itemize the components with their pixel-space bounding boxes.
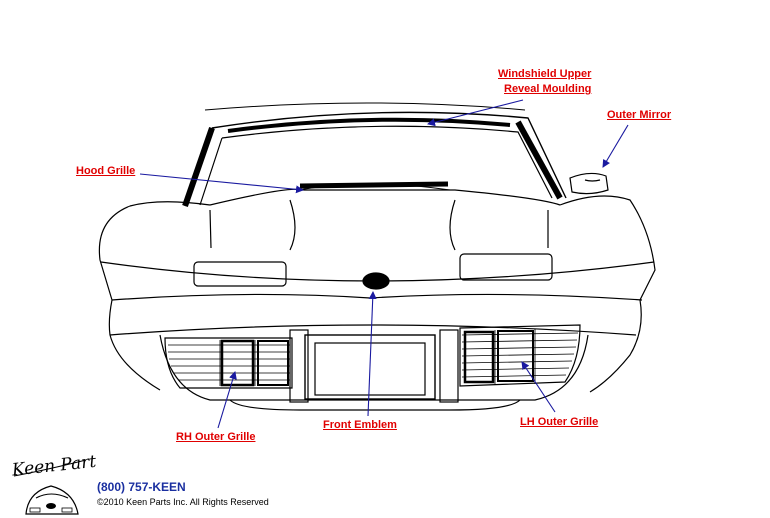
leader-front-emblem	[367, 291, 377, 417]
a-pillar-right	[515, 120, 563, 200]
label-front-emblem[interactable]: Front Emblem	[323, 419, 397, 431]
label-windshield-upper-reveal-moulding[interactable]: Windshield Upper Reveal Moulding	[498, 67, 591, 97]
body-outline	[98, 195, 656, 393]
windshield-glass	[199, 125, 553, 206]
outer-mirror	[569, 172, 609, 195]
label-lh-outer-grille[interactable]: LH Outer Grille	[520, 416, 599, 428]
hood-grille	[299, 181, 449, 189]
label-rh-outer-grille[interactable]: RH Outer Grille	[176, 431, 256, 443]
license-plate-recess	[304, 334, 436, 400]
label-windshield-line-1: Windshield Upper	[498, 68, 592, 80]
logo-car-icon	[25, 485, 79, 515]
leader-rh-outer-grille	[217, 371, 237, 429]
leader-outer-mirror	[602, 124, 629, 168]
left-park-lamp	[193, 261, 287, 287]
label-outer-mirror[interactable]: Outer Mirror	[607, 109, 672, 121]
leader-hood-grille	[139, 173, 304, 194]
keen-parts-logo: Keen Parts	[10, 452, 96, 515]
lh-grille-bars	[461, 329, 579, 385]
footer-phone: (800) 757-KEEN	[97, 480, 186, 494]
windshield-upper-reveal-moulding	[227, 117, 511, 133]
rh-outer-grille	[164, 337, 293, 389]
label-windshield-line-2: Reveal Moulding	[504, 83, 592, 95]
leader-lines	[139, 99, 629, 429]
logo-script-text: Keen Parts	[10, 452, 96, 481]
front-emblem	[362, 272, 390, 290]
footer-copyright: ©2010 Keen Parts Inc. All Rights Reserve…	[97, 497, 269, 507]
rh-grille-bars	[168, 340, 290, 386]
leader-lh-outer-grille	[521, 361, 556, 413]
leader-windshield	[427, 99, 524, 127]
right-park-lamp	[459, 253, 553, 281]
a-pillar-left	[182, 127, 215, 207]
label-hood-grille[interactable]: Hood Grille	[76, 165, 136, 177]
hood-outline	[209, 188, 561, 206]
lh-outer-grille	[459, 324, 581, 387]
